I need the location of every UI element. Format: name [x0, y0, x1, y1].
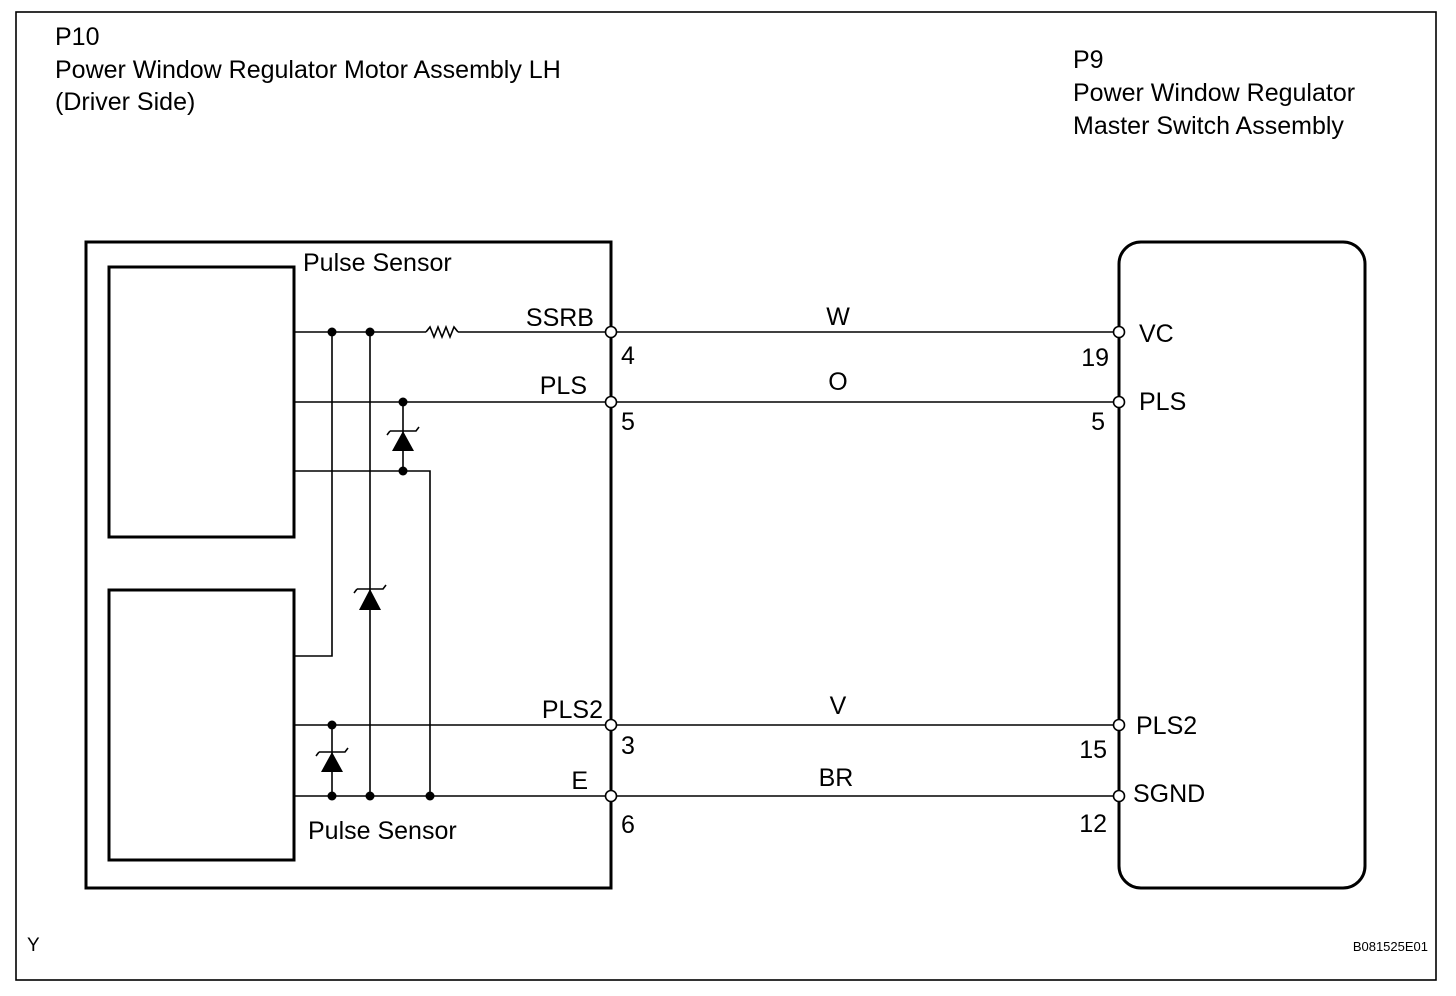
- right-component-name-line2: Master Switch Assembly: [1073, 112, 1344, 140]
- right-component-name-line1: Power Window Regulator: [1073, 79, 1355, 107]
- left-pin-label-pls: PLS: [540, 372, 587, 400]
- right-connector-box: [1117, 240, 1367, 890]
- left-pin-number-3: 3: [621, 732, 635, 760]
- pulse-sensor-block-bottom: [107, 588, 296, 862]
- left-connector-box: [84, 240, 613, 890]
- left-pin-number-4: 4: [621, 342, 635, 370]
- left-component-code: P10: [55, 23, 99, 51]
- left-pin-number-6: 6: [621, 811, 635, 839]
- left-pin-label-pls2: PLS2: [542, 696, 603, 724]
- left-component-name-line1: Power Window Regulator Motor Assembly LH: [55, 56, 561, 84]
- right-pin-label-pls: PLS: [1139, 388, 1186, 416]
- junction-dots: [327, 327, 435, 801]
- diagram-frame: [15, 11, 1437, 981]
- harness-wires: [611, 331, 1119, 797]
- terminals: [604, 325, 1126, 803]
- right-pin-label-sgnd: SGND: [1133, 780, 1205, 808]
- left-pin-label-e: E: [571, 767, 588, 795]
- wire-color-w: W: [826, 303, 850, 331]
- right-pin-number-19: 19: [1081, 344, 1109, 372]
- right-pin-label-vc: VC: [1139, 320, 1174, 348]
- pulse-sensor-block-top: [107, 265, 296, 539]
- right-pin-number-5: 5: [1091, 408, 1105, 436]
- left-component-name-line2: (Driver Side): [55, 88, 195, 116]
- zener-diode-lower: [315, 747, 349, 772]
- right-pin-label-pls2: PLS2: [1136, 712, 1197, 740]
- wire-color-o: O: [828, 368, 847, 396]
- internal-wiring: [294, 324, 611, 797]
- pulse-sensor-label-top: Pulse Sensor: [303, 249, 452, 277]
- zener-diode-upper: [386, 426, 420, 451]
- zener-diode-middle: [353, 584, 387, 610]
- right-pin-number-12: 12: [1079, 810, 1107, 838]
- wire-color-v: V: [830, 692, 847, 720]
- left-pin-label-ssrb: SSRB: [526, 304, 594, 332]
- pulse-sensor-label-bottom: Pulse Sensor: [308, 817, 457, 845]
- wire-color-br: BR: [819, 764, 854, 792]
- resistor-symbol: [425, 324, 459, 340]
- right-component-code: P9: [1073, 46, 1104, 74]
- right-pin-number-15: 15: [1079, 736, 1107, 764]
- left-pin-number-5: 5: [621, 408, 635, 436]
- corner-mark: Y: [27, 935, 40, 956]
- figure-code: B081525E01: [1353, 939, 1428, 954]
